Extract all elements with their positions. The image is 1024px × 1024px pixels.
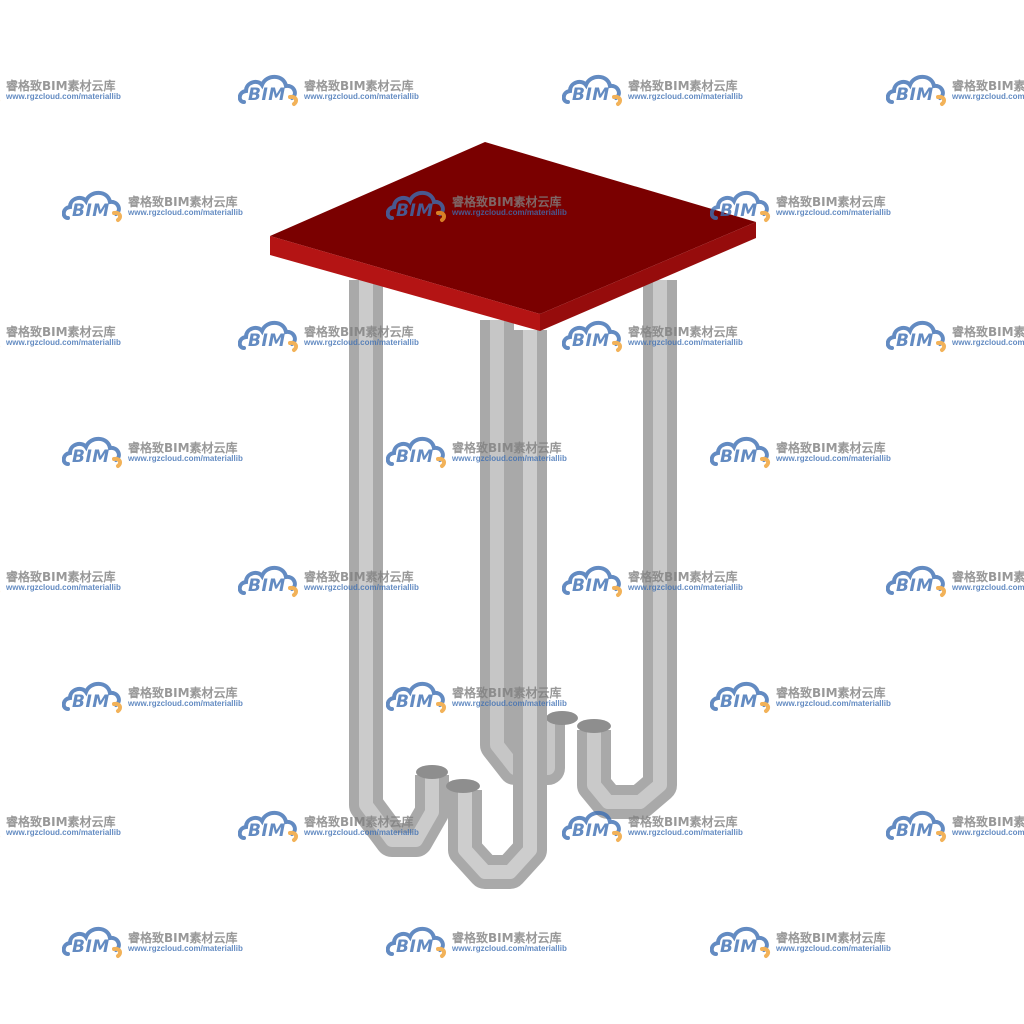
anchor-rod-left [349, 280, 449, 857]
steel-plate [270, 142, 756, 331]
anchor-rod-right [577, 280, 677, 819]
anchor-rod-front [446, 330, 547, 889]
